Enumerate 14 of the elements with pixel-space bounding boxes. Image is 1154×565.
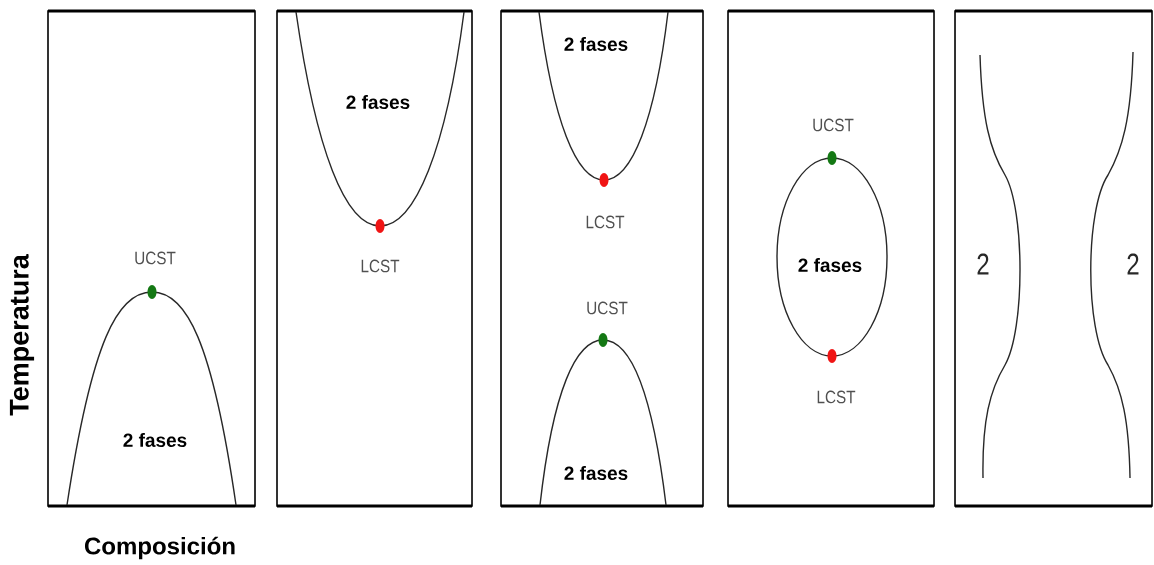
region-label: 2 fases [560,463,632,483]
critical-point-label: LCST [361,259,400,273]
region-label: 2 [1127,253,1139,275]
region-label: 2 fases [560,34,632,54]
critical-point-label: LCST [817,390,856,404]
region-label: 2 fases [342,92,414,112]
critical-point-label: UCST [135,251,176,265]
region-label: 2 fases [794,255,866,275]
critical-point-label: LCST [586,215,625,229]
critical-point-label: UCST [587,301,628,315]
axis-title: Composición [85,536,235,560]
region-label: 2 [977,253,989,275]
region-label: 2 fases [119,430,191,450]
critical-point-label: UCST [813,118,854,132]
